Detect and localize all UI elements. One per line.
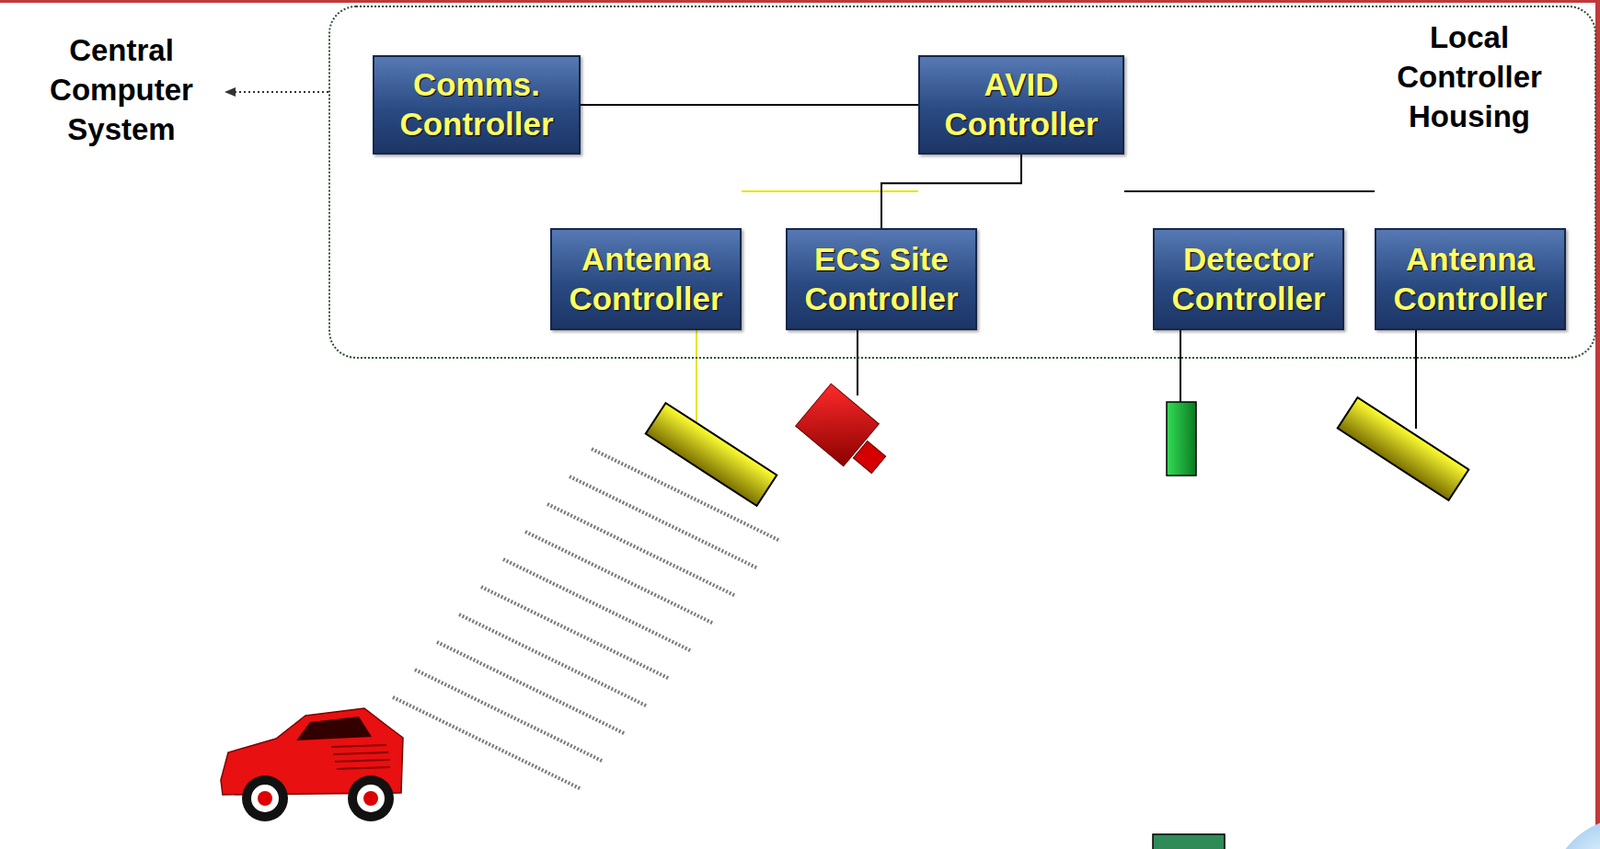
- controller-label: Antenna Controller: [557, 240, 735, 319]
- controller-box: Antenna Controller: [550, 228, 742, 331]
- top-rule: [0, 0, 1600, 3]
- partial-box: [1152, 834, 1225, 849]
- controller-label: Comms. Controller: [379, 65, 574, 144]
- camera-symbol: [795, 383, 887, 473]
- controller-box: AVID Controller: [918, 55, 1125, 155]
- antenna-wire: [1415, 322, 1417, 429]
- globe: [1549, 817, 1600, 849]
- controller-box: Detector Controller: [1152, 228, 1345, 331]
- housing-label: Local Controller Housing: [1358, 18, 1580, 138]
- connector: [881, 154, 1022, 229]
- car: [220, 708, 403, 822]
- camera-wire: [856, 322, 859, 396]
- connector: [580, 103, 919, 106]
- antenna-wire: [695, 322, 698, 429]
- radio-waves: [392, 448, 781, 790]
- controller-label: AVID Controller: [925, 65, 1117, 144]
- detector-wire: [1179, 322, 1182, 403]
- connector: [1124, 190, 1375, 193]
- antenna-symbol: [645, 402, 778, 507]
- controller-box: ECS Site Controller: [785, 228, 978, 331]
- system-label: Central Computer System: [20, 31, 223, 150]
- antenna-symbol: [1337, 397, 1470, 501]
- detector-symbol: [1166, 402, 1197, 476]
- controller-box: Antenna Controller: [1374, 228, 1566, 331]
- dotted-link: [224, 87, 329, 97]
- connector: [741, 190, 919, 193]
- controller-label: Antenna Controller: [1381, 240, 1559, 319]
- controller-label: Detector Controller: [1160, 240, 1337, 319]
- controller-label: ECS Site Controller: [793, 240, 970, 319]
- controller-housing: Local Controller Housing Comms. Controlle…: [328, 5, 1597, 359]
- controller-box: Comms. Controller: [372, 55, 581, 155]
